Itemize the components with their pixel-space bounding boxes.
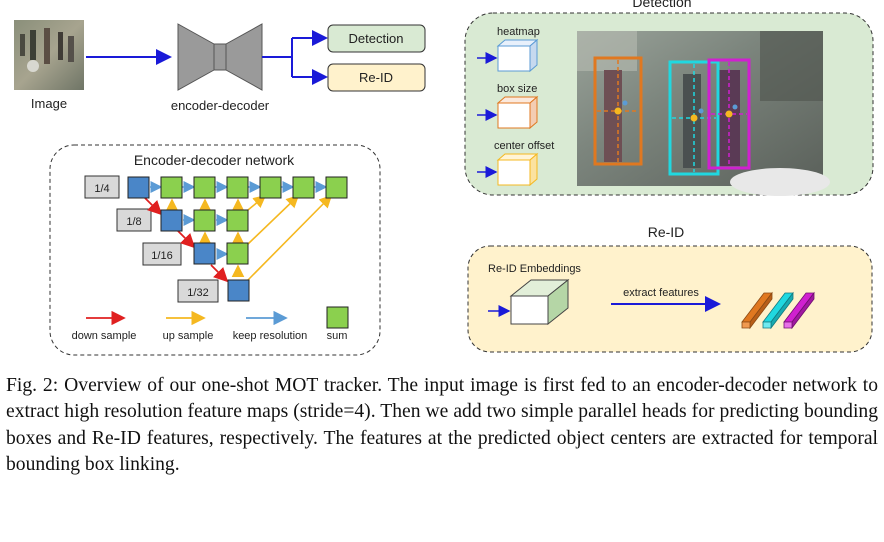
network-legend: down sample up sample keep resolution su… xyxy=(72,306,349,342)
reid-head-box xyxy=(327,63,426,92)
detection-head-label: Detection xyxy=(349,31,404,46)
keep-arrows xyxy=(150,181,328,260)
head-center-offset-label: center offset xyxy=(494,140,554,152)
detection-panel-title: Detection xyxy=(632,0,691,10)
caption-prefix: Fig. 2: xyxy=(6,375,59,396)
reid-embeddings-label: Re-ID Embeddings xyxy=(488,263,581,275)
overview-figure: Image encoder-decoder Detection Re-ID En… xyxy=(14,0,874,356)
legend-up-label: up sample xyxy=(163,330,214,342)
input-image xyxy=(14,20,84,90)
legend-sum-label: sum xyxy=(327,330,348,342)
scale-label: 1/16 xyxy=(151,250,172,262)
legend-keep-label: keep resolution xyxy=(233,330,308,342)
reid-head-label: Re-ID xyxy=(359,70,393,85)
bbox-magenta xyxy=(707,58,751,170)
legend-down-label: down sample xyxy=(72,330,137,342)
head-heatmap-label: heatmap xyxy=(497,26,540,38)
detection-heads: heatmap box size center offset xyxy=(477,26,554,187)
caption-text: Overview of our one-shot MOT tracker. Th… xyxy=(6,375,878,476)
down-arrows xyxy=(144,197,229,283)
detection-photo xyxy=(577,31,830,196)
blue-blocks xyxy=(127,176,250,302)
reid-embedding-cube xyxy=(488,278,570,326)
encoder-decoder-label: encoder-decoder xyxy=(171,98,270,113)
up-arrows xyxy=(165,194,333,281)
scale-labels: 1/4 1/8 1/16 1/32 xyxy=(84,175,219,303)
bbox-orange xyxy=(593,56,643,166)
scale-label: 1/4 xyxy=(94,183,109,195)
image-label: Image xyxy=(31,96,67,111)
encoder-decoder-shape xyxy=(177,23,263,91)
figure-caption: Fig. 2:Overview of our one-shot MOT trac… xyxy=(6,373,878,479)
extract-features-label: extract features xyxy=(623,287,699,299)
reid-panel-title: Re-ID xyxy=(648,224,685,240)
head-box-size-label: box size xyxy=(497,83,537,95)
detection-head-box xyxy=(327,24,426,53)
feature-vectors xyxy=(741,291,815,330)
green-blocks xyxy=(160,176,348,265)
scale-label: 1/8 xyxy=(126,216,141,228)
network-title: Encoder-decoder network xyxy=(134,152,295,168)
scale-label: 1/32 xyxy=(187,287,208,299)
